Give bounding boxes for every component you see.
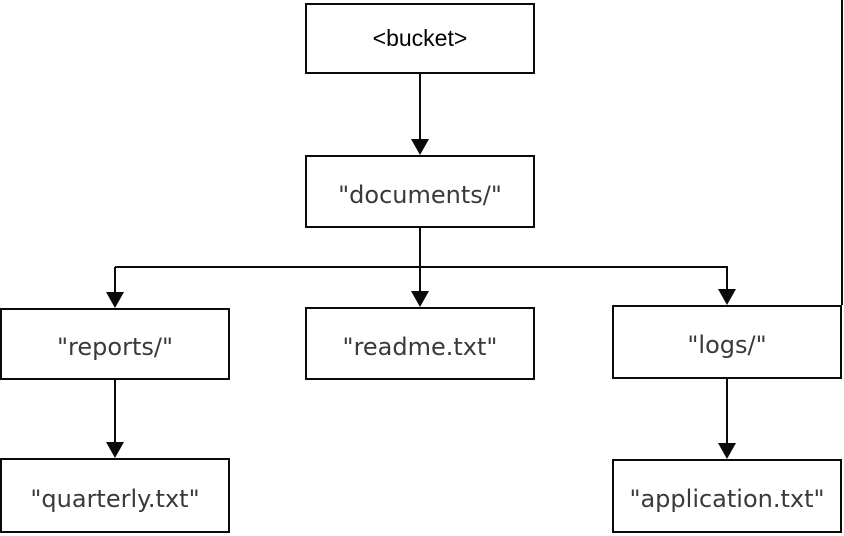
edge-reports-quarterly-arrowhead-icon <box>106 442 124 458</box>
node-logs: "logs/" <box>612 305 842 379</box>
node-readme: "readme.txt" <box>305 307 535 380</box>
node-quarterly-label: "quarterly.txt" <box>30 484 200 513</box>
node-application-label: "application.txt" <box>629 485 825 513</box>
node-bucket: <bucket> <box>305 3 535 74</box>
node-documents: "documents/" <box>305 155 535 228</box>
node-documents-label: "documents/" <box>338 180 502 209</box>
edge-logs-application-arrowhead-icon <box>718 443 736 459</box>
node-quarterly: "quarterly.txt" <box>0 458 230 533</box>
node-logs-label: "logs/" <box>687 331 767 359</box>
edge-documents-reports-line <box>114 267 116 295</box>
edge-reports-quarterly-line <box>114 380 116 445</box>
cropped-frame-edge-line <box>841 0 843 305</box>
edge-logs-application-line <box>726 379 728 446</box>
node-bucket-label: <bucket> <box>372 25 468 51</box>
edge-bucket-documents-arrowhead-icon <box>411 139 429 155</box>
edge-documents-branch-bar <box>115 266 728 268</box>
edge-documents-readme-arrowhead-icon <box>411 291 429 307</box>
edge-documents-readme-line <box>419 267 421 294</box>
edge-documents-reports-arrowhead-icon <box>106 292 124 308</box>
node-reports-label: "reports/" <box>57 333 173 361</box>
node-reports: "reports/" <box>0 308 230 380</box>
edge-bucket-documents-line <box>419 74 421 142</box>
node-readme-label: "readme.txt" <box>342 332 498 361</box>
edge-documents-logs-arrowhead-icon <box>718 289 736 305</box>
edge-documents-logs-line <box>726 267 728 292</box>
edge-documents-branch-stem <box>419 228 421 267</box>
node-application: "application.txt" <box>612 459 842 533</box>
